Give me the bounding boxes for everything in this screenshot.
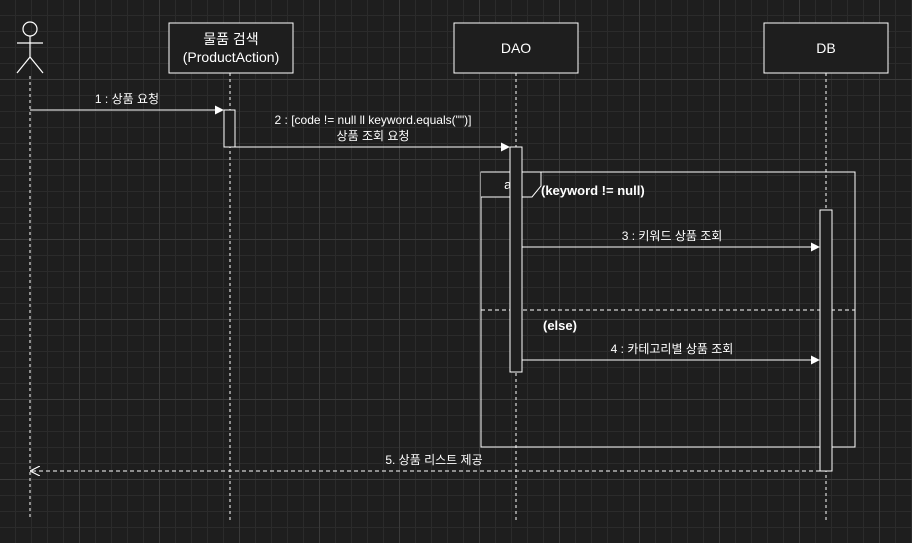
participant-product-search-title: 물품 검색 [203, 31, 258, 47]
participant-product-search[interactable]: 물품 검색 (ProductAction) [168, 22, 294, 74]
actor-icon[interactable] [16, 21, 44, 74]
message-2-label: 2 : [code != null ll keyword.equals("")] [275, 113, 472, 127]
alt-fragment[interactable]: alt (keyword != null) (else) [480, 171, 856, 448]
db-activation [819, 209, 833, 472]
product-search-activation [223, 109, 236, 148]
participant-db[interactable]: DB [763, 22, 889, 74]
message-4-label: 4 : 카테고리별 상품 조회 [611, 342, 734, 356]
alt-guard-2: (else) [543, 318, 577, 333]
message-2-sublabel: 상품 조회 요청 [337, 129, 410, 143]
participant-dao-label: DAO [501, 40, 531, 56]
participant-product-search-subtitle: (ProductAction) [183, 49, 279, 65]
message-3-label: 3 : 키워드 상품 조회 [622, 229, 723, 243]
message-1-label: 1 : 상품 요청 [95, 92, 159, 106]
participant-dao[interactable]: DAO [453, 22, 579, 74]
alt-guard-1: (keyword != null) [541, 183, 645, 198]
dao-activation [509, 146, 523, 373]
participant-db-label: DB [816, 40, 835, 56]
message-5-label: 5. 상품 리스트 제공 [385, 453, 482, 467]
